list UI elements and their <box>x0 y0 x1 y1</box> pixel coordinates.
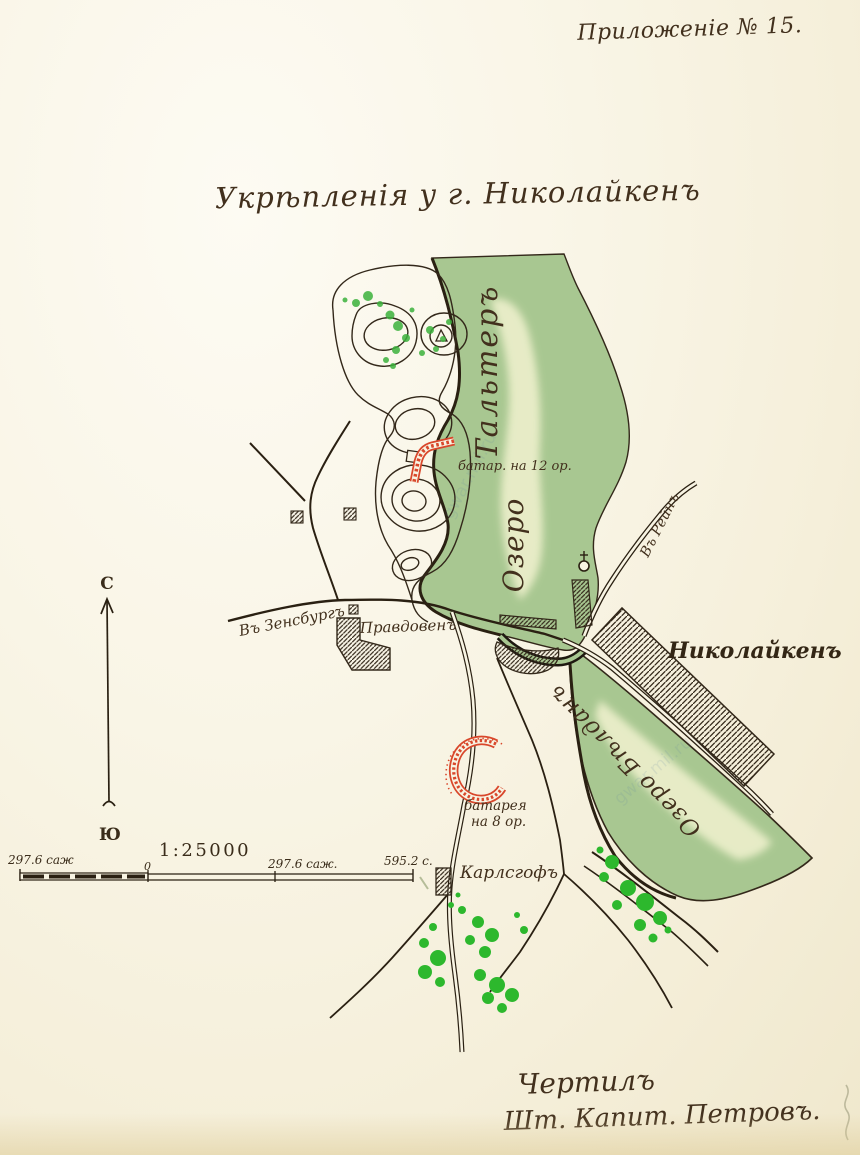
town-strip-north <box>571 579 593 629</box>
nikolaiken-town-band <box>590 606 776 788</box>
farm-square-3 <box>348 604 359 615</box>
scale-left-label: 297.6 саж <box>7 853 74 867</box>
road-to-karlshof <box>446 611 477 1053</box>
battery-8-label-line1: батарея <box>464 798 527 814</box>
prawdowen-building <box>336 617 391 671</box>
karlshof-building <box>435 867 452 896</box>
lower-lake <box>568 650 814 902</box>
town-crescent <box>494 641 560 675</box>
battery-8-outer-ticks <box>445 737 503 795</box>
road-through-town <box>562 637 774 816</box>
lake-taelter-name-label: Тальтеръ <box>470 285 505 460</box>
upper-lake-shallow <box>490 298 543 600</box>
farm-square-1 <box>290 510 304 524</box>
hill-trees <box>342 291 452 369</box>
scale-bar: 1:25000 297.6 саж 0 297.6 саж. 595.2 с. <box>7 840 433 890</box>
battery-8-guns-symbol <box>445 735 507 805</box>
church-icon <box>578 551 590 572</box>
scale-mid-label: 297.6 саж. <box>267 857 338 871</box>
trees-shore <box>596 846 672 943</box>
battery-12-label: батар. на 12 ор. <box>458 459 572 474</box>
contour-hills <box>331 264 472 623</box>
compass-north-label: С <box>100 574 114 594</box>
compass-south-label: Ю <box>99 825 121 845</box>
road-branch-sw <box>489 873 565 993</box>
signature-line2: Шт. Капит. Петровъ. <box>502 1096 821 1137</box>
road-lakeshore <box>496 657 565 875</box>
lower-lake-sw-shore <box>568 663 677 900</box>
village-prawdowen-label: Правдовенъ <box>359 616 457 637</box>
road-karlshof-sw <box>329 892 450 1019</box>
compass-fletch-icon <box>102 800 116 807</box>
scale-zero-label: 0 <box>144 860 151 873</box>
battery-12-guns-symbol <box>409 436 455 483</box>
farm-square-2 <box>343 507 357 521</box>
road-to-rhein <box>581 480 698 637</box>
compass-needle <box>106 599 110 803</box>
scale-ratio: 1:25000 <box>159 840 251 861</box>
appendix-label: Приложеніе № 15. <box>576 13 803 46</box>
outer-contour <box>331 264 472 623</box>
compass: С Ю <box>99 574 121 845</box>
built-areas <box>290 507 776 896</box>
lake-taelter-ozero-label: Озеро <box>497 498 530 593</box>
battery-8-label-line2: на 8 ор. <box>471 814 526 830</box>
town-nikolaiken-label: Николайкенъ <box>667 638 842 664</box>
page-title: Укрѣпленія у г. Николайкенъ <box>215 173 701 215</box>
trees-south <box>418 892 528 1013</box>
road-branch-se <box>563 873 673 1009</box>
road-nw-diagonal <box>249 442 306 502</box>
lower-lake-shallow <box>595 700 772 860</box>
margin-pencil-mark <box>844 1084 850 1141</box>
road-north-south <box>309 420 351 601</box>
scale-right-label: 595.2 с. <box>384 854 433 868</box>
pencil-tick <box>419 876 429 890</box>
road-rhein-label: Въ Рейнъ <box>637 491 683 561</box>
village-karlshof-label: Карлсгофъ <box>459 863 558 883</box>
town-strip-road <box>499 614 557 630</box>
scale-bar-rule <box>19 869 414 882</box>
signature-line1: Чертилъ <box>517 1063 655 1101</box>
compass-arrowhead-icon <box>100 596 114 615</box>
